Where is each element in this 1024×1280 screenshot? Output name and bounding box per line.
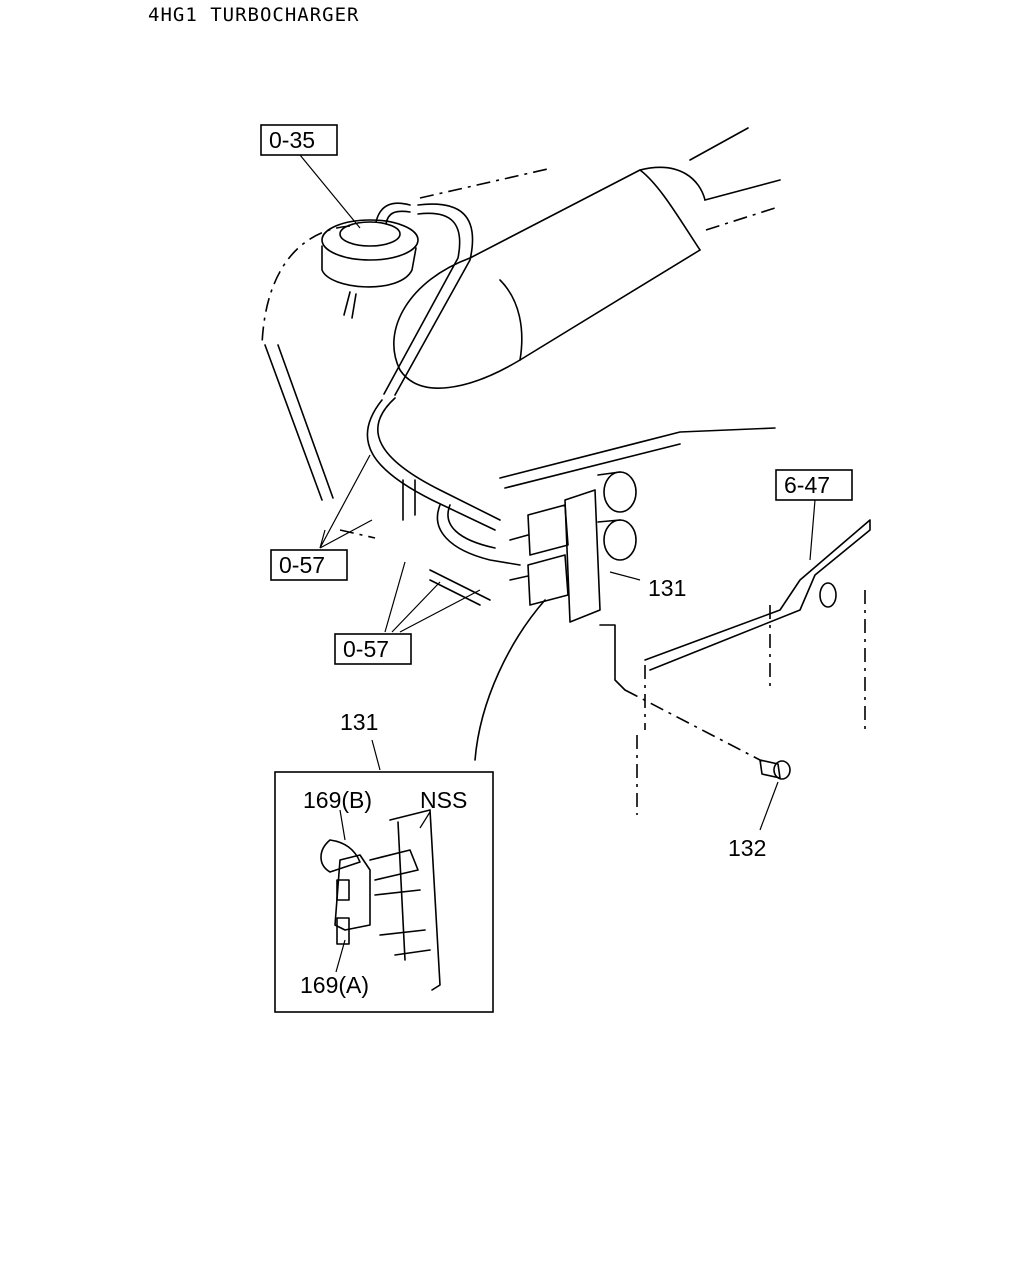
callout-box-0-57-lower bbox=[334, 633, 412, 665]
vacuum-actuator bbox=[321, 202, 419, 319]
callout-0-57-upper: 0-57 bbox=[279, 552, 325, 578]
part-number-131: 131 bbox=[648, 575, 686, 601]
callout-box-0-35 bbox=[260, 124, 338, 156]
leader-lines bbox=[299, 154, 816, 831]
detail-inset: 169(B) NSS 169(A) bbox=[274, 771, 494, 1013]
page-title: 4HG1 TURBOCHARGER bbox=[148, 4, 360, 26]
callout-box-6-47 bbox=[775, 469, 853, 501]
label-169b: 169(B) bbox=[303, 787, 372, 813]
callout-box-0-57-upper bbox=[270, 549, 348, 581]
callout-0-35: 0-35 bbox=[269, 127, 315, 153]
detail-frame bbox=[274, 771, 494, 1013]
part-number-132: 132 bbox=[728, 835, 766, 861]
label-nss: NSS bbox=[420, 787, 467, 813]
solenoid-valve-assembly bbox=[474, 471, 637, 761]
canister-body bbox=[393, 127, 781, 389]
part-number-131-detail: 131 bbox=[340, 709, 378, 735]
vacuum-hoses bbox=[261, 203, 776, 606]
bolt bbox=[759, 759, 791, 780]
callout-6-47: 6-47 bbox=[784, 472, 830, 498]
callout-0-57-lower: 0-57 bbox=[343, 636, 389, 662]
mounting-bracket bbox=[599, 519, 871, 815]
label-169a: 169(A) bbox=[300, 972, 369, 998]
